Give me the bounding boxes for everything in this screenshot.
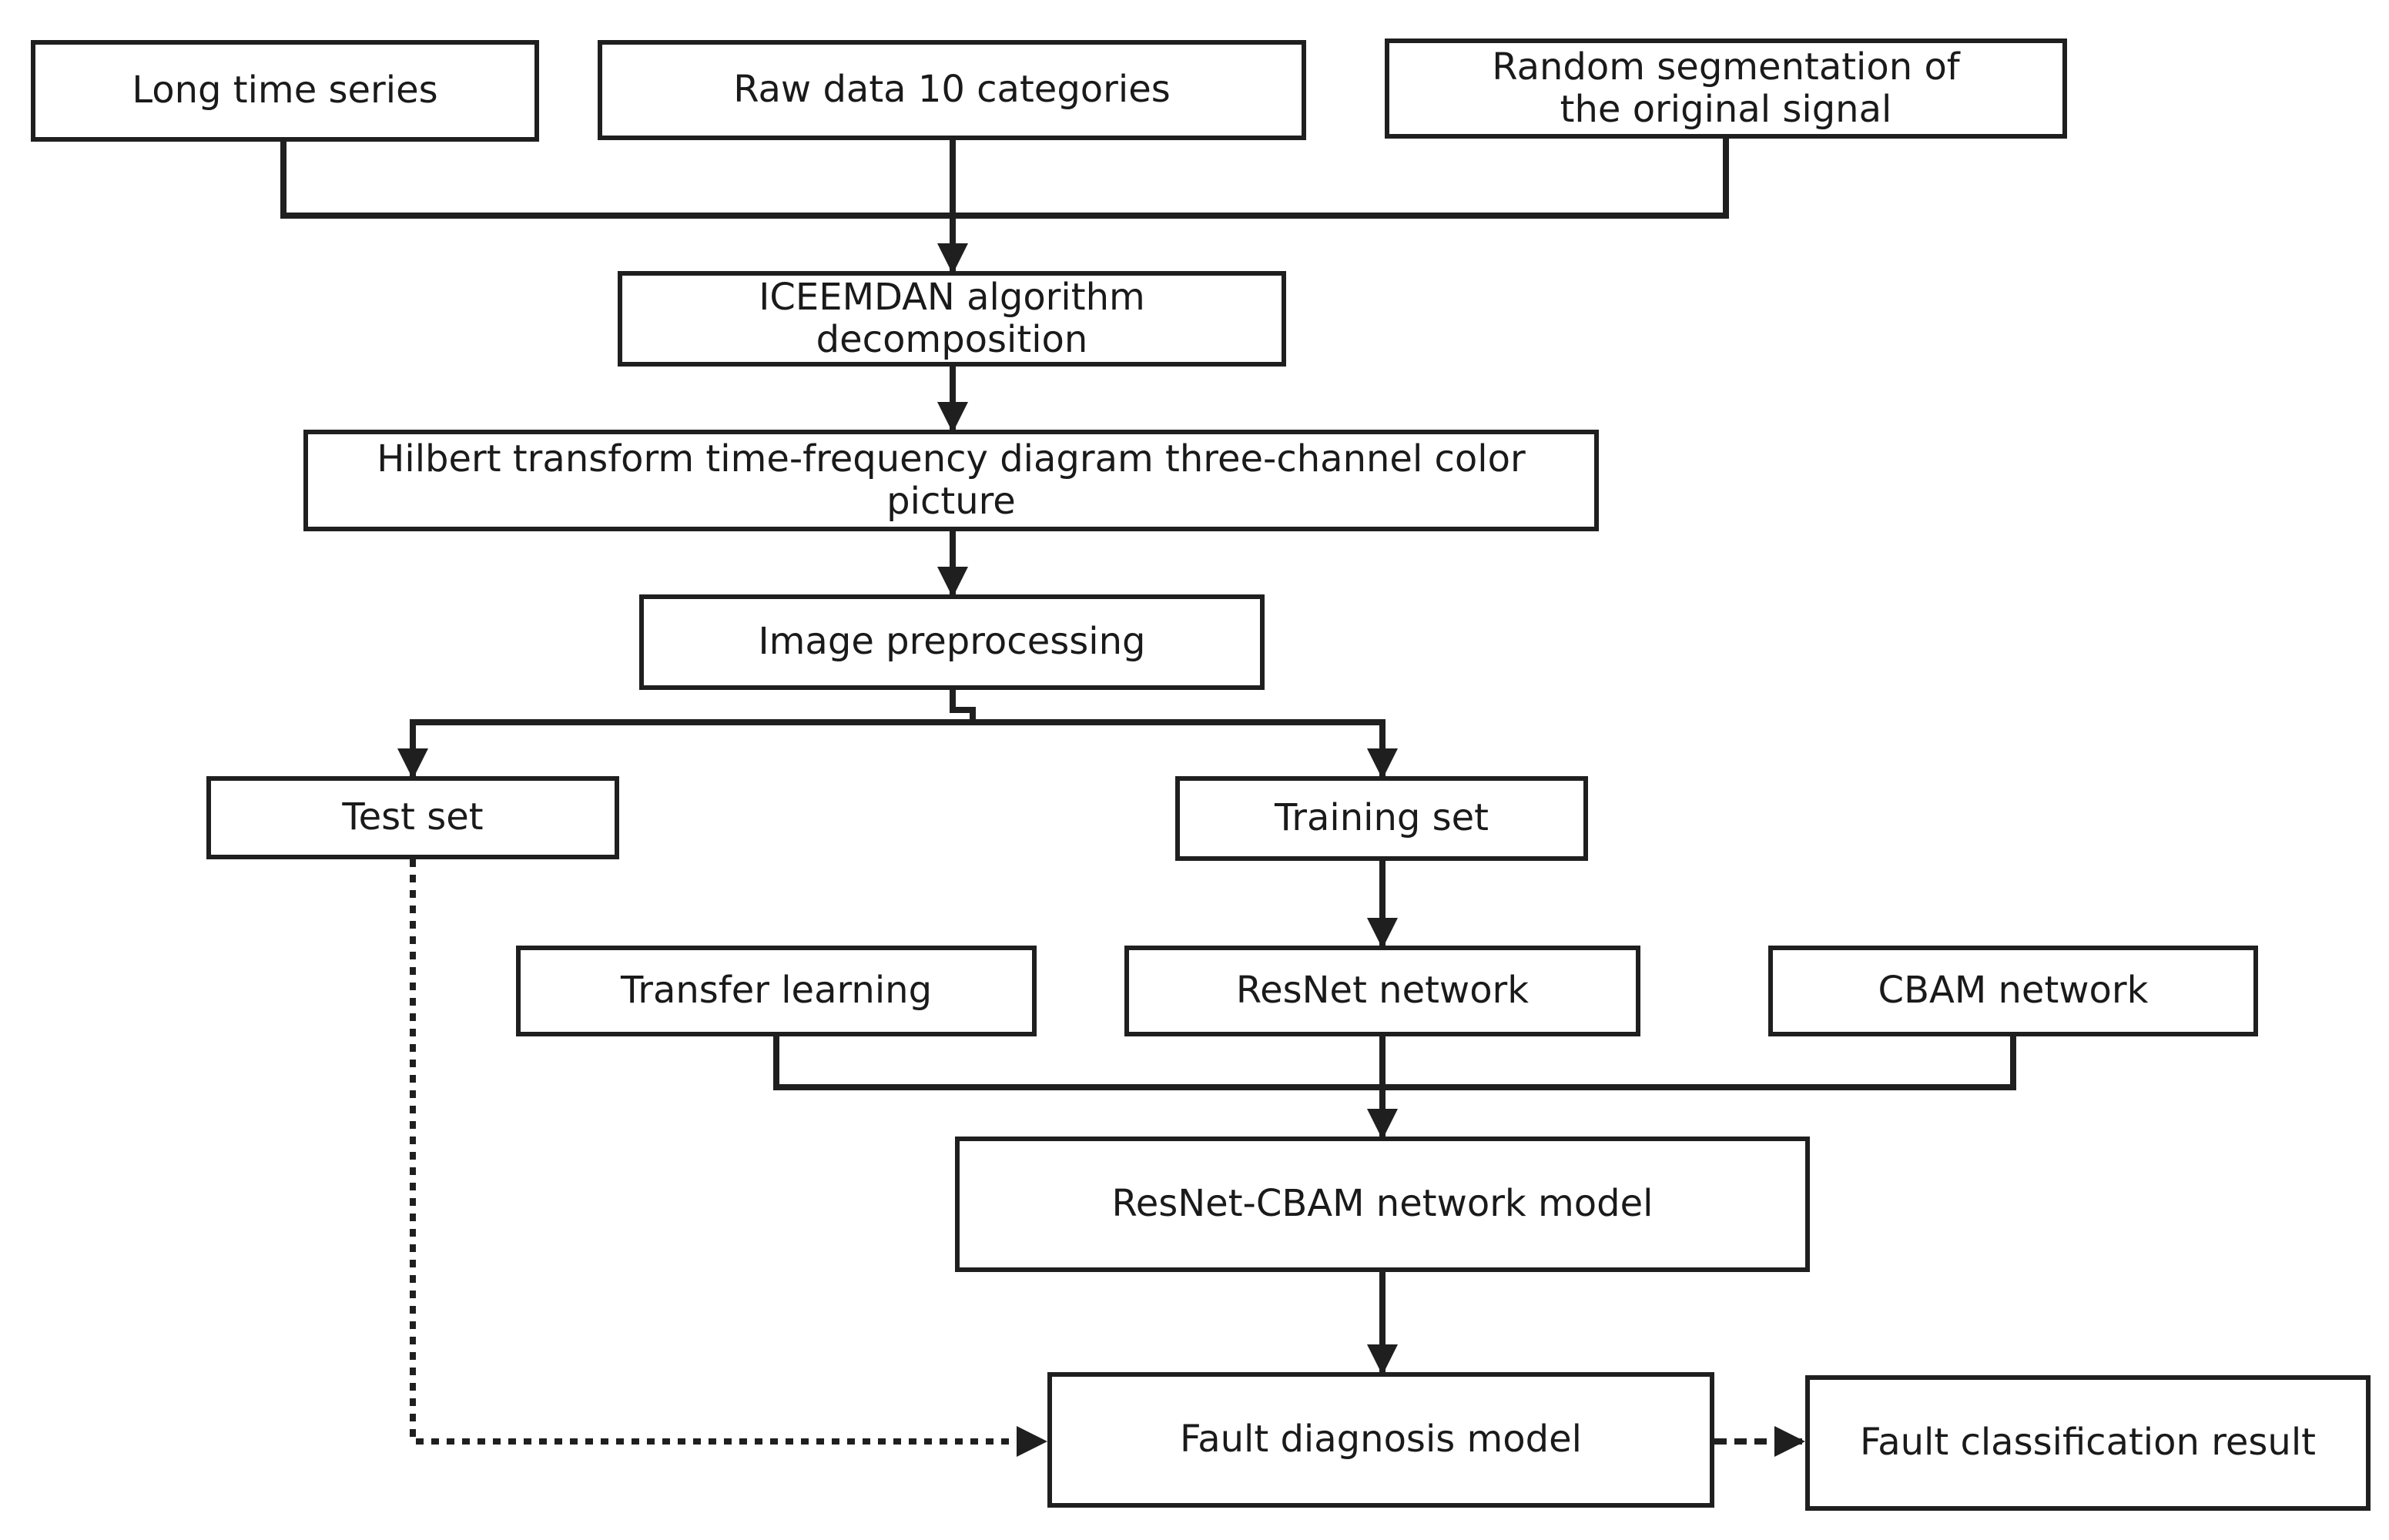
node-long-time-series: Long time series: [31, 40, 539, 142]
node-random-segmentation-label: Random segmentation of the original sign…: [1492, 45, 1960, 131]
node-resnet-cbam-model-label: ResNet-CBAM network model: [1111, 1182, 1654, 1226]
node-training-set: Training set: [1175, 776, 1588, 861]
node-transfer-learning: Transfer learning: [516, 946, 1037, 1036]
node-iceemdan-label: ICEEMDAN algorithm decomposition: [759, 275, 1145, 361]
node-long-time-series-label: Long time series: [132, 69, 438, 112]
node-fault-diagnosis-model-label: Fault diagnosis model: [1180, 1418, 1582, 1461]
node-fault-diagnosis-model: Fault diagnosis model: [1047, 1372, 1714, 1508]
node-test-set-label: Test set: [342, 795, 484, 839]
node-resnet-network-label: ResNet network: [1235, 969, 1530, 1013]
node-resnet-network: ResNet network: [1124, 946, 1640, 1036]
node-transfer-learning-label: Transfer learning: [620, 969, 933, 1013]
dotted-arrow-test-set-to-fault-diagnosis: [410, 859, 1047, 1457]
connector-cbam-network: [1382, 1036, 2016, 1090]
node-hilbert-label: Hilbert transform time-frequency diagram…: [377, 437, 1526, 523]
arrow-split-to-test-set: [397, 719, 973, 779]
node-fault-classification-result: Fault classification result: [1805, 1375, 2371, 1511]
node-image-preprocessing-label: Image preprocessing: [758, 620, 1146, 664]
node-random-segmentation: Random segmentation of the original sign…: [1385, 38, 2067, 139]
node-raw-data: Raw data 10 categories: [598, 40, 1306, 140]
node-resnet-cbam-model: ResNet-CBAM network model: [955, 1137, 1810, 1272]
node-training-set-label: Training set: [1274, 796, 1489, 840]
arrow-split-to-training-set: [973, 719, 1398, 779]
connector-long-time-series: [280, 142, 953, 219]
connector-preprocessing-split: [950, 690, 976, 722]
connector-transfer-learning: [773, 1036, 1382, 1090]
node-cbam-network: CBAM network: [1768, 946, 2258, 1036]
node-fault-classification-result-label: Fault classification result: [1860, 1421, 2316, 1465]
node-test-set: Test set: [206, 776, 619, 859]
node-hilbert: Hilbert transform time-frequency diagram…: [303, 430, 1599, 531]
node-image-preprocessing: Image preprocessing: [639, 594, 1265, 690]
node-raw-data-label: Raw data 10 categories: [733, 68, 1171, 112]
node-iceemdan: ICEEMDAN algorithm decomposition: [618, 271, 1286, 367]
node-cbam-network-label: CBAM network: [1878, 969, 2149, 1013]
connector-random-segmentation: [953, 139, 1729, 219]
